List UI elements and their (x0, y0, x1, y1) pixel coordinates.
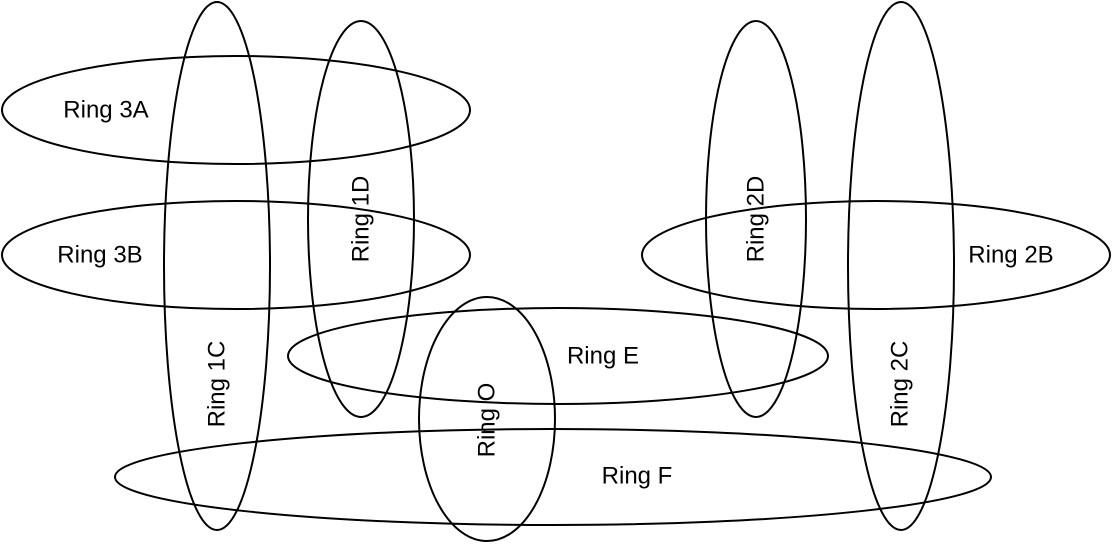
ring-3a-ellipse (1, 55, 471, 165)
ring-2d-ellipse (705, 20, 807, 418)
ring-2d-label: Ring 2D (742, 176, 769, 263)
ring-o-ellipse (418, 296, 556, 542)
ring-f-ellipse (114, 428, 992, 526)
ring-1d-label: Ring 1D (347, 176, 374, 263)
ring-1c-label: Ring 1C (203, 341, 230, 428)
ring-o-label: Ring O (473, 383, 500, 458)
ring-f-label: Ring F (602, 462, 673, 489)
ring-2c-label: Ring 2C (886, 341, 913, 428)
ring-3b-label: Ring 3B (57, 241, 142, 268)
ring-e-ellipse (287, 307, 829, 405)
ring-3a-label: Ring 3A (63, 96, 148, 123)
ring-3b-ellipse (1, 200, 471, 310)
ring-1c-ellipse (163, 1, 271, 531)
ring-2b-label: Ring 2B (968, 241, 1053, 268)
ring-1d-ellipse (307, 20, 415, 418)
ring-2b-ellipse (641, 200, 1111, 310)
ring-2c-ellipse (847, 1, 955, 531)
ring-e-label: Ring E (567, 342, 639, 369)
